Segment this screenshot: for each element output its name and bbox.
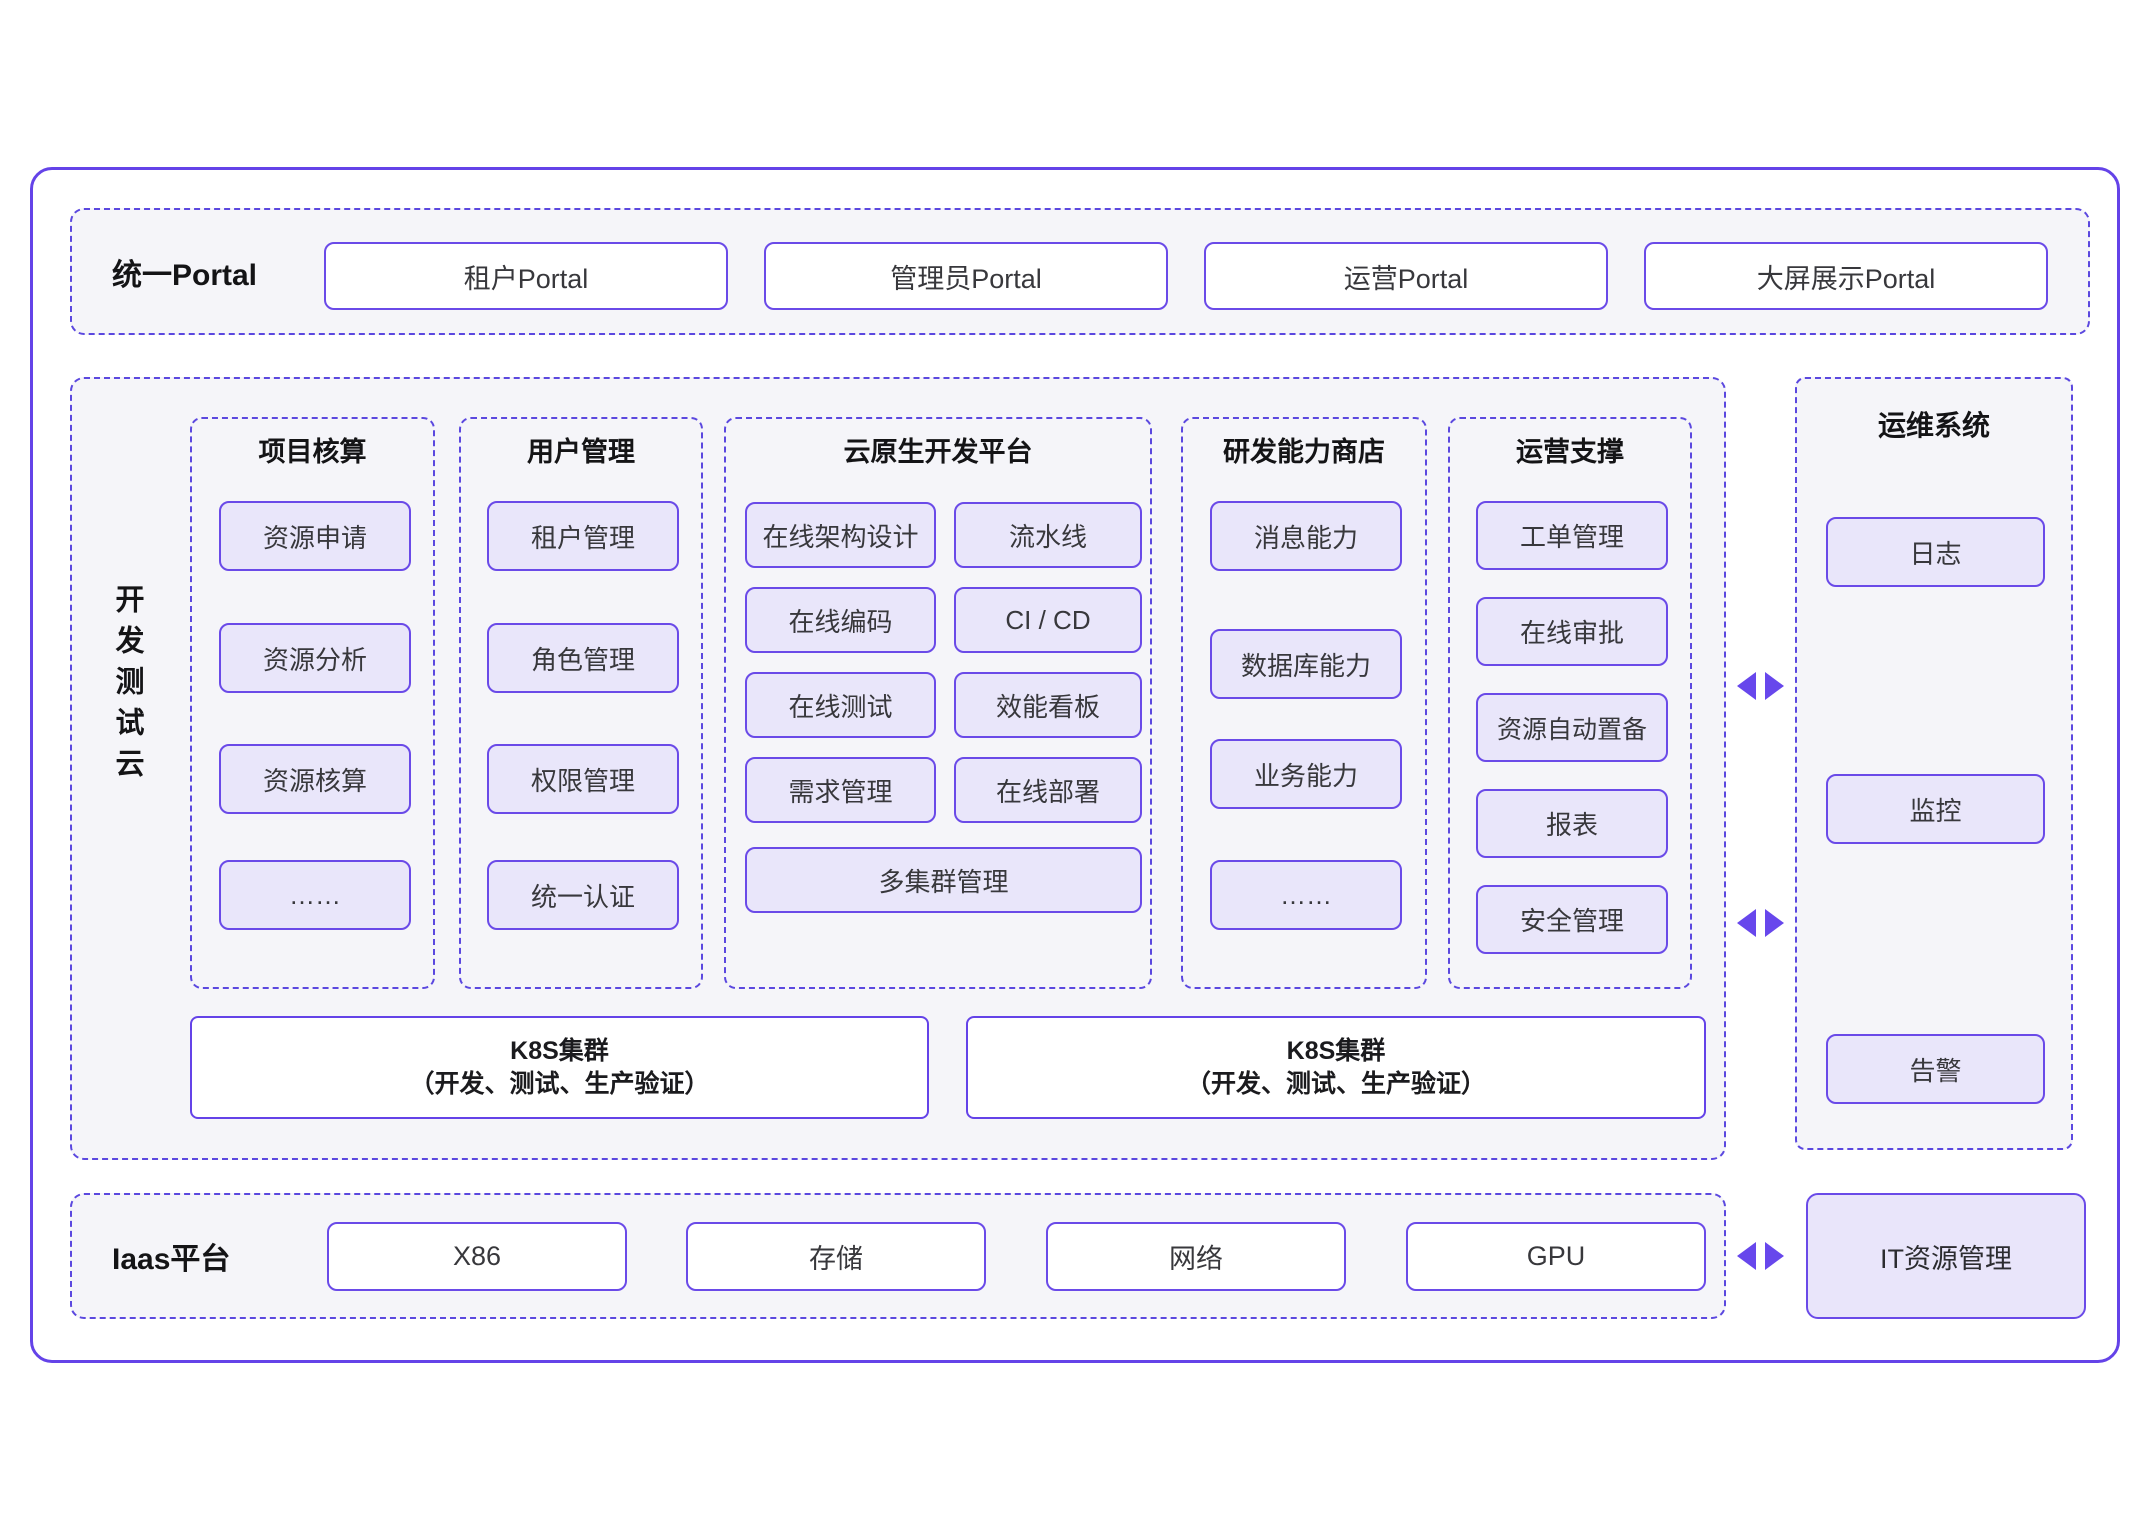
module-node: …… bbox=[1210, 860, 1402, 930]
portal-node-operation: 运营Portal bbox=[1204, 242, 1608, 310]
iaas-node-x86: X86 bbox=[327, 1222, 627, 1291]
k8s-cluster-subtitle: （开发、测试、生产验证） bbox=[1185, 1069, 1486, 1098]
column-title: 项目核算 bbox=[258, 437, 367, 467]
unified-portal-label: 统一Portal bbox=[112, 258, 258, 292]
bidirectional-arrow-icon bbox=[1737, 1242, 1784, 1270]
module-node: CI / CD bbox=[954, 587, 1142, 653]
module-node: …… bbox=[219, 860, 411, 930]
bidirectional-arrow-icon bbox=[1737, 909, 1784, 937]
arrow-left-icon bbox=[1737, 1242, 1756, 1270]
column-rd-capability-store: 研发能力商店 消息能力 数据库能力 业务能力 …… bbox=[1181, 417, 1427, 989]
module-node: 权限管理 bbox=[487, 744, 679, 814]
arrow-left-icon bbox=[1737, 909, 1756, 937]
it-resource-management-box: IT资源管理 bbox=[1806, 1193, 2086, 1319]
arrow-right-icon bbox=[1765, 672, 1784, 700]
k8s-cluster-title: K8S集群 bbox=[510, 1036, 609, 1065]
module-node: 流水线 bbox=[954, 502, 1142, 568]
module-node: 多集群管理 bbox=[745, 847, 1142, 913]
module-node: 报表 bbox=[1476, 789, 1668, 858]
module-node: 需求管理 bbox=[745, 757, 936, 823]
k8s-cluster-subtitle: （开发、测试、生产验证） bbox=[409, 1069, 710, 1098]
column-user-management: 用户管理 租户管理 角色管理 权限管理 统一认证 bbox=[459, 417, 703, 989]
module-node: 资源自动置备 bbox=[1476, 693, 1668, 762]
arrow-left-icon bbox=[1737, 672, 1756, 700]
module-node: 租户管理 bbox=[487, 501, 679, 571]
module-node: 统一认证 bbox=[487, 860, 679, 930]
module-node: 资源核算 bbox=[219, 744, 411, 814]
module-node: 业务能力 bbox=[1210, 739, 1402, 809]
module-node: 告警 bbox=[1826, 1034, 2045, 1104]
dev-test-cloud-section: 开发测试云 项目核算 资源申请 资源分析 资源核算 …… 用户管理 租户管理 角… bbox=[70, 377, 1726, 1160]
column-title: 用户管理 bbox=[527, 437, 635, 467]
portal-node-admin: 管理员Portal bbox=[764, 242, 1168, 310]
dev-test-cloud-label: 开发测试云 bbox=[111, 584, 143, 789]
module-node: 资源分析 bbox=[219, 623, 411, 693]
module-node: 消息能力 bbox=[1210, 501, 1402, 571]
iaas-platform-section: Iaas平台 X86 存储 网络 GPU bbox=[70, 1193, 1726, 1319]
k8s-cluster-box: K8S集群 （开发、测试、生产验证） bbox=[966, 1016, 1706, 1119]
module-node: 资源申请 bbox=[219, 501, 411, 571]
module-node: 在线架构设计 bbox=[745, 502, 936, 568]
arrow-right-icon bbox=[1765, 909, 1784, 937]
iaas-node-storage: 存储 bbox=[686, 1222, 986, 1291]
portal-node-bigscreen: 大屏展示Portal bbox=[1644, 242, 2048, 310]
module-node: 在线审批 bbox=[1476, 597, 1668, 666]
iaas-node-network: 网络 bbox=[1046, 1222, 1346, 1291]
module-node: 安全管理 bbox=[1476, 885, 1668, 954]
ops-system-title: 运维系统 bbox=[1877, 410, 1990, 441]
module-node: 角色管理 bbox=[487, 623, 679, 693]
column-title: 云原生开发平台 bbox=[843, 437, 1033, 467]
module-node: 效能看板 bbox=[954, 672, 1142, 738]
unified-portal-section: 统一Portal 租户Portal 管理员Portal 运营Portal 大屏展… bbox=[70, 208, 2090, 335]
k8s-cluster-title: K8S集群 bbox=[1286, 1036, 1386, 1065]
module-node: 监控 bbox=[1826, 774, 2045, 844]
column-cloud-native-platform: 云原生开发平台 在线架构设计 在线编码 在线测试 需求管理 流水线 CI / C… bbox=[724, 417, 1152, 989]
k8s-cluster-box: K8S集群 （开发、测试、生产验证） bbox=[190, 1016, 929, 1119]
iaas-platform-label: Iaas平台 bbox=[112, 1243, 231, 1276]
module-node: 工单管理 bbox=[1476, 501, 1668, 570]
portal-node-tenant: 租户Portal bbox=[324, 242, 728, 310]
module-node: 在线编码 bbox=[745, 587, 936, 653]
column-title: 研发能力商店 bbox=[1223, 437, 1385, 467]
arrow-right-icon bbox=[1765, 1242, 1784, 1270]
ops-system-section: 运维系统 日志 监控 告警 bbox=[1795, 377, 2073, 1150]
bidirectional-arrow-icon bbox=[1737, 672, 1784, 700]
module-node: 日志 bbox=[1826, 517, 2045, 587]
module-node: 在线测试 bbox=[745, 672, 936, 738]
column-operation-support: 运营支撑 工单管理 在线审批 资源自动置备 报表 安全管理 bbox=[1448, 417, 1692, 989]
module-node: 在线部署 bbox=[954, 757, 1142, 823]
column-title: 运营支撑 bbox=[1516, 437, 1624, 467]
column-project-accounting: 项目核算 资源申请 资源分析 资源核算 …… bbox=[190, 417, 435, 989]
iaas-node-gpu: GPU bbox=[1406, 1222, 1706, 1291]
module-node: 数据库能力 bbox=[1210, 629, 1402, 699]
